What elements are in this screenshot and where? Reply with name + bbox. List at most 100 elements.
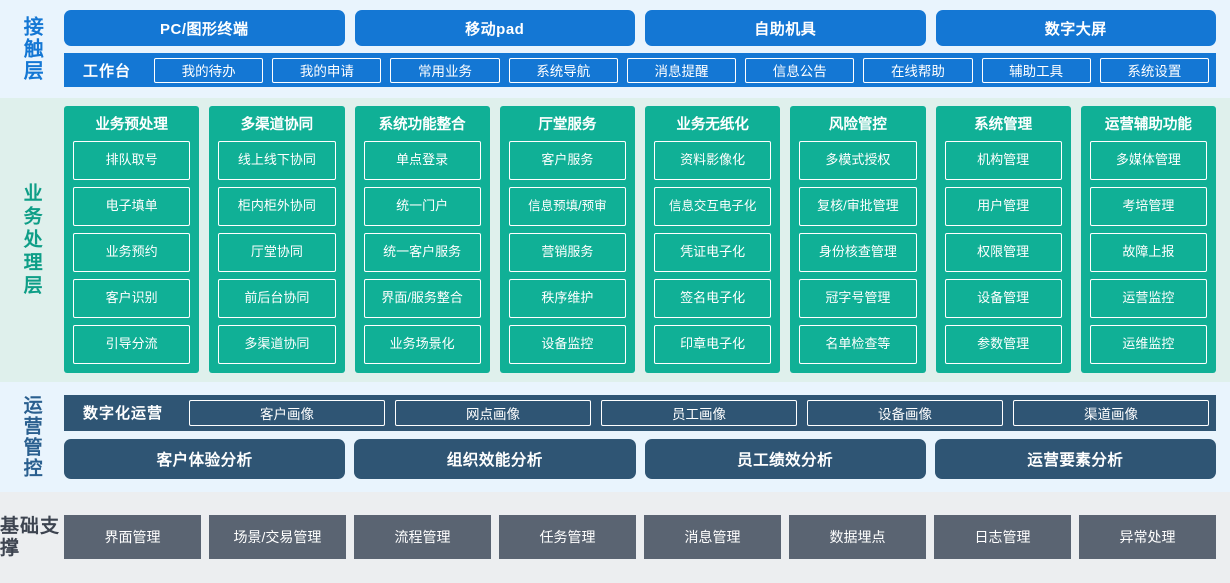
business-column-operation-support: 运营辅助功能 多媒体管理 考培管理 故障上报 运营监控 运维监控: [1080, 106, 1216, 373]
biz-item[interactable]: 多模式授权: [799, 141, 917, 180]
workbench-item-my-application[interactable]: 我的申请: [272, 57, 382, 83]
column-title: 系统功能整合: [378, 117, 466, 133]
workbench-row: 工作台 我的待办 我的申请 常用业务 系统导航 消息提醒 信息公告 在线帮助 辅…: [64, 53, 1216, 87]
column-items: 多模式授权 复核/审批管理 身份核查管理 冠字号管理 名单检查等: [799, 141, 917, 364]
analysis-employee-performance[interactable]: 员工绩效分析: [644, 438, 926, 479]
biz-item[interactable]: 业务预约: [73, 233, 191, 272]
biz-item[interactable]: 设备监控: [508, 325, 626, 364]
foundation-item-scenario-transaction-management[interactable]: 场景/交易管理: [209, 515, 346, 559]
column-title: 业务预处理: [95, 117, 168, 133]
operations-layer-band: 运营管控 数字化运营 客户画像 网点画像 员工画像 设备画像 渠道画像 客户体验…: [0, 382, 1230, 492]
channel-digital-screen[interactable]: 数字大屏: [935, 10, 1216, 46]
channel-self-service[interactable]: 自助机具: [645, 10, 926, 46]
foundation-item-data-tracking[interactable]: 数据埋点: [789, 515, 926, 559]
column-title: 运营辅助功能: [1104, 117, 1192, 133]
biz-item[interactable]: 信息交互电子化: [654, 187, 772, 226]
foundation-layer-band: 基础支撑 界面管理 场景/交易管理 流程管理 任务管理 消息管理 数据埋点 日志…: [0, 492, 1230, 583]
business-layer-band: 业务处理层 业务预处理 排队取号 电子填单 业务预约 客户识别 引导分流 多渠道…: [0, 98, 1230, 382]
analysis-customer-experience[interactable]: 客户体验分析: [64, 438, 346, 479]
biz-item[interactable]: 排队取号: [73, 141, 191, 180]
biz-item[interactable]: 信息预填/预审: [508, 187, 626, 226]
biz-item[interactable]: 名单检查等: [799, 325, 917, 364]
workbench-item-system-navigation[interactable]: 系统导航: [508, 57, 618, 83]
biz-item[interactable]: 界面/服务整合: [363, 279, 481, 318]
biz-item[interactable]: 统一客户服务: [363, 233, 481, 272]
column-title: 多渠道协同: [240, 117, 314, 133]
biz-item[interactable]: 故障上报: [1089, 233, 1207, 272]
biz-item[interactable]: 运营监控: [1089, 279, 1207, 318]
biz-item[interactable]: 用户管理: [944, 187, 1062, 226]
workbench-item-system-settings[interactable]: 系统设置: [1099, 57, 1209, 83]
biz-item[interactable]: 柜内柜外协同: [218, 187, 336, 226]
portrait-channel[interactable]: 渠道画像: [1013, 399, 1210, 426]
workbench-item-online-help[interactable]: 在线帮助: [863, 57, 973, 83]
biz-item[interactable]: 营销服务: [508, 233, 626, 272]
biz-item[interactable]: 参数管理: [944, 325, 1062, 364]
portrait-employee[interactable]: 员工画像: [601, 399, 798, 426]
analysis-organizational-efficiency[interactable]: 组织效能分析: [354, 438, 636, 479]
biz-item[interactable]: 统一门户: [363, 187, 481, 226]
biz-item[interactable]: 冠字号管理: [799, 279, 917, 318]
foundation-item-ui-management[interactable]: 界面管理: [64, 515, 201, 559]
operations-layer-body: 数字化运营 客户画像 网点画像 员工画像 设备画像 渠道画像 客户体验分析 组织…: [62, 382, 1230, 492]
workbench-item-message-reminder[interactable]: 消息提醒: [626, 57, 737, 83]
biz-item[interactable]: 权限管理: [944, 233, 1062, 272]
business-column-preprocessing: 业务预处理 排队取号 电子填单 业务预约 客户识别 引导分流: [64, 106, 200, 373]
portrait-device[interactable]: 设备画像: [807, 399, 1004, 426]
operations-layer-label: 运营管控: [20, 395, 42, 479]
channel-row: PC/图形终端 移动pad 自助机具 数字大屏: [64, 10, 1216, 46]
foundation-item-process-management[interactable]: 流程管理: [354, 515, 491, 559]
biz-item[interactable]: 凭证电子化: [654, 233, 772, 272]
foundation-item-task-management[interactable]: 任务管理: [499, 515, 636, 559]
business-column-lobby-service: 厅堂服务 客户服务 信息预填/预审 营销服务 秩序维护 设备监控: [499, 106, 635, 373]
foundation-item-log-management[interactable]: 日志管理: [934, 515, 1071, 559]
business-column-multichannel: 多渠道协同 线上线下协同 柜内柜外协同 厅堂协同 前后台协同 多渠道协同: [209, 106, 345, 373]
column-title: 业务无纸化: [676, 117, 749, 133]
biz-item[interactable]: 考培管理: [1089, 187, 1207, 226]
biz-item[interactable]: 复核/审批管理: [799, 187, 917, 226]
column-title: 风险管控: [828, 117, 887, 133]
biz-item[interactable]: 客户服务: [508, 141, 626, 180]
biz-item[interactable]: 秩序维护: [508, 279, 626, 318]
biz-item[interactable]: 多媒体管理: [1089, 141, 1207, 180]
column-items: 多媒体管理 考培管理 故障上报 运营监控 运维监控: [1089, 141, 1207, 364]
foundation-item-message-management[interactable]: 消息管理: [644, 515, 781, 559]
biz-item[interactable]: 客户识别: [73, 279, 191, 318]
biz-item[interactable]: 印章电子化: [654, 325, 772, 364]
portrait-customer[interactable]: 客户画像: [189, 399, 386, 426]
analysis-operating-elements[interactable]: 运营要素分析: [934, 438, 1216, 479]
digital-operations-row: 数字化运营 客户画像 网点画像 员工画像 设备画像 渠道画像: [64, 394, 1216, 431]
biz-item[interactable]: 前后台协同: [218, 279, 336, 318]
business-column-system-management: 系统管理 机构管理 用户管理 权限管理 设备管理 参数管理: [935, 106, 1071, 373]
workbench-item-common-business[interactable]: 常用业务: [390, 57, 500, 83]
contact-layer-band: 接触层 PC/图形终端 移动pad 自助机具 数字大屏 工作台 我的待办 我的申…: [0, 0, 1230, 98]
workbench-item-auxiliary-tools[interactable]: 辅助工具: [981, 57, 1091, 83]
workbench-item-info-announcement[interactable]: 信息公告: [745, 57, 855, 83]
biz-item[interactable]: 设备管理: [944, 279, 1062, 318]
foundation-layer-body: 界面管理 场景/交易管理 流程管理 任务管理 消息管理 数据埋点 日志管理 异常…: [62, 492, 1230, 583]
workbench-item-my-todo[interactable]: 我的待办: [154, 57, 264, 83]
biz-item[interactable]: 引导分流: [73, 325, 191, 364]
biz-item[interactable]: 线上线下协同: [218, 141, 336, 180]
biz-item[interactable]: 电子填单: [73, 187, 191, 226]
digital-operations-title: 数字化运营: [83, 405, 164, 422]
foundation-row: 界面管理 场景/交易管理 流程管理 任务管理 消息管理 数据埋点 日志管理 异常…: [64, 515, 1216, 559]
biz-item[interactable]: 资料影像化: [654, 141, 772, 180]
biz-item[interactable]: 厅堂协同: [218, 233, 336, 272]
biz-item[interactable]: 运维监控: [1089, 325, 1207, 364]
analysis-row: 客户体验分析 组织效能分析 员工绩效分析 运营要素分析: [64, 438, 1216, 479]
column-items: 单点登录 统一门户 统一客户服务 界面/服务整合 业务场景化: [363, 141, 481, 364]
contact-layer-body: PC/图形终端 移动pad 自助机具 数字大屏 工作台 我的待办 我的申请 常用…: [62, 0, 1230, 98]
foundation-item-exception-handling[interactable]: 异常处理: [1079, 515, 1216, 559]
biz-item[interactable]: 机构管理: [944, 141, 1062, 180]
biz-item[interactable]: 多渠道协同: [218, 325, 336, 364]
channel-pc[interactable]: PC/图形终端: [64, 10, 345, 46]
portrait-branch[interactable]: 网点画像: [395, 399, 592, 426]
biz-item[interactable]: 单点登录: [363, 141, 481, 180]
business-layer-body: 业务预处理 排队取号 电子填单 业务预约 客户识别 引导分流 多渠道协同 线上线…: [62, 98, 1230, 382]
channel-mobile-pad[interactable]: 移动pad: [354, 10, 635, 46]
biz-item[interactable]: 身份核查管理: [799, 233, 917, 272]
biz-item[interactable]: 签名电子化: [654, 279, 772, 318]
biz-item[interactable]: 业务场景化: [363, 325, 481, 364]
